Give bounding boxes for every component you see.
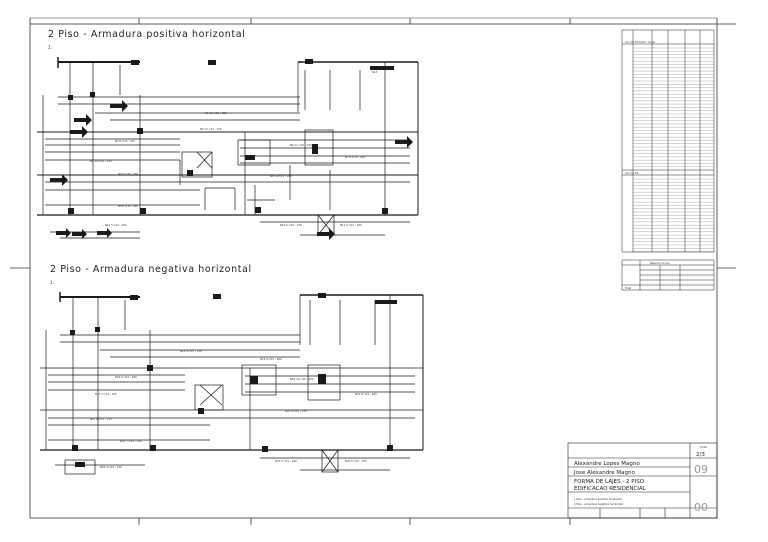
svg-text:N2 12 c/12 - 310: N2 12 c/12 - 310 [200,127,222,131]
title-block-mid-number: 09 [694,463,708,476]
title-block-note-1: 1 Piso - armadura positiva horizontal [574,497,622,501]
plan-positive-labels: N1 15 c/15 - 380 N2 12 c/12 - 310 N3 8 c… [90,70,378,227]
title-block-sheet-number: 2/3 [696,452,705,458]
plan-positive-marks [50,59,413,240]
plan-negative [40,292,424,475]
title-block-project-1: FORMA DE LAJES - 2 PISO [574,479,645,485]
svg-text:N20 9 c/15 - 230: N20 9 c/15 - 230 [285,409,307,413]
svg-text:N9 8 c/15 - 240: N9 8 c/15 - 240 [118,204,138,208]
svg-text:N13: N13 [372,70,378,74]
title-block-bottom-number: 00 [694,501,708,514]
svg-text:N17 7 c/12 - 165: N17 7 c/12 - 165 [95,392,117,396]
scale-mark-bottom: 1: [50,280,54,285]
title-block-project-2: EDIFICACAO RESIDENCIAL [574,486,647,492]
svg-text:N7 9 c/15 - 220: N7 9 c/15 - 220 [345,155,365,159]
title-block-sheet-label: Folha [700,445,707,449]
plan-positive [37,57,419,239]
sheet-frame [10,17,736,525]
svg-text:N5 8 c/20 - 300: N5 8 c/20 - 300 [118,172,138,176]
svg-text:N1 15 c/15 - 380: N1 15 c/15 - 380 [205,111,227,115]
title-positive: 2 Piso - Armadura positiva horizontal [48,29,245,40]
summary-total: Total [625,286,631,290]
svg-text:N18 10 c/15 - 220: N18 10 c/15 - 220 [290,377,314,381]
svg-text:N21 6 c/15 - 175: N21 6 c/15 - 175 [90,417,112,421]
plan-negative-marks [70,293,397,467]
svg-text:N3 8 c/15 - 270: N3 8 c/15 - 270 [115,139,135,143]
svg-text:N4 10 c/15 - 215: N4 10 c/15 - 215 [90,159,112,163]
svg-text:N14 8 c/15 - 210: N14 8 c/15 - 210 [180,349,202,353]
svg-text:N15 9 c/15 - 260: N15 9 c/15 - 260 [260,357,282,361]
svg-text:N11 5 c/15 - 180: N11 5 c/15 - 180 [340,223,362,227]
title-block [567,442,718,519]
steel-table-rows [633,47,714,252]
svg-text:N24 5 c/15 - 150: N24 5 c/15 - 150 [345,459,367,463]
title-block-author-2: Jose Alexandre Magno [573,470,636,476]
steel-table [621,29,715,253]
svg-text:N23 5 c/15 - 160: N23 5 c/15 - 160 [275,459,297,463]
scale-mark-top: 1: [48,45,52,50]
steel-table-header: Aco CA 50 Diam. Comp. [625,40,656,44]
summary-table [621,259,715,291]
svg-text:N12 5 c/15 - 250: N12 5 c/15 - 250 [105,223,127,227]
summary-header: Resumo do aco [650,261,670,265]
plan-negative-labels: N14 8 c/15 - 210 N15 9 c/15 - 260 N16 6 … [90,349,377,469]
svg-text:N19 8 c/15 - 200: N19 8 c/15 - 200 [355,392,377,396]
steel-table-header-2: Aco CA 50 [625,171,639,175]
svg-text:N6 11 c/15 - 250: N6 11 c/15 - 250 [290,143,312,147]
svg-text:N10 6 c/15 - 190: N10 6 c/15 - 190 [280,223,302,227]
svg-text:N25 4 c/15 - 140: N25 4 c/15 - 140 [100,465,122,469]
title-negative: 2 Piso - Armadura negativa horizontal [50,264,252,275]
title-block-author-1: Alexandre Lopes Magno [574,461,640,467]
svg-text:N16 6 c/15 - 180: N16 6 c/15 - 180 [115,375,137,379]
svg-text:N8 14 c/15 - 280: N8 14 c/15 - 280 [270,174,292,178]
title-block-note-2: 2 Piso - armadura negativa horizontal [574,502,623,506]
svg-text:N22 7 c/15 - 190: N22 7 c/15 - 190 [120,439,142,443]
